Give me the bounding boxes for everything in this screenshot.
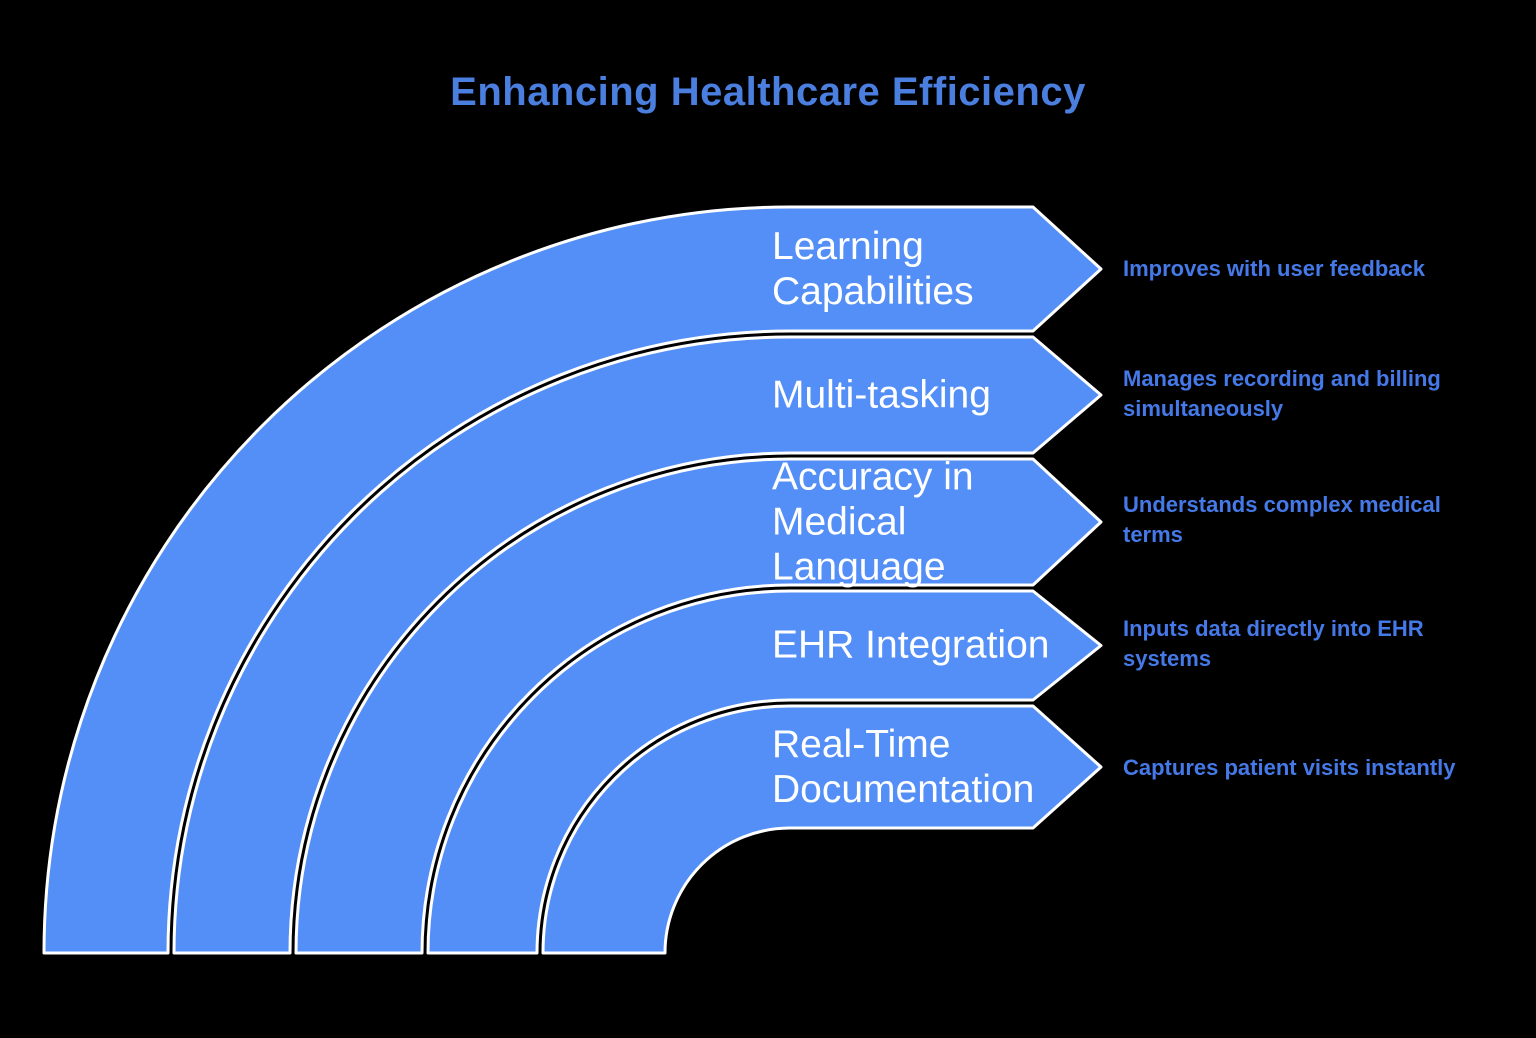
page-title: Enhancing Healthcare Efficiency	[450, 70, 1086, 114]
band-description-multi-tasking: Manages recording and billing simultaneo…	[1123, 366, 1441, 421]
band-label-real-time-documentation: Real-Time Documentation	[772, 723, 1035, 811]
band-label-learning-capabilities: Learning Capabilities	[772, 225, 974, 313]
band-label-multi-tasking: Multi-tasking	[772, 373, 991, 417]
band-arc-ehr-integration	[426, 589, 1103, 955]
band-description-real-time-documentation: Captures patient visits instantly	[1123, 755, 1456, 780]
band-label-ehr-integration: EHR Integration	[772, 623, 1050, 667]
band-arc-real-time-documentation	[541, 704, 1103, 955]
band-arc-multi-tasking	[172, 335, 1103, 955]
band-arc-learning-capabilities	[42, 205, 1103, 955]
band-description-learning-capabilities: Improves with user feedback	[1123, 256, 1425, 281]
band-arc-accuracy-medical-language	[294, 457, 1103, 955]
band-label-accuracy-medical-language: Accuracy in Medical Language	[772, 455, 974, 589]
band-description-ehr-integration: Inputs data directly into EHR systems	[1123, 616, 1424, 671]
band-description-accuracy-medical-language: Understands complex medical terms	[1123, 492, 1441, 547]
